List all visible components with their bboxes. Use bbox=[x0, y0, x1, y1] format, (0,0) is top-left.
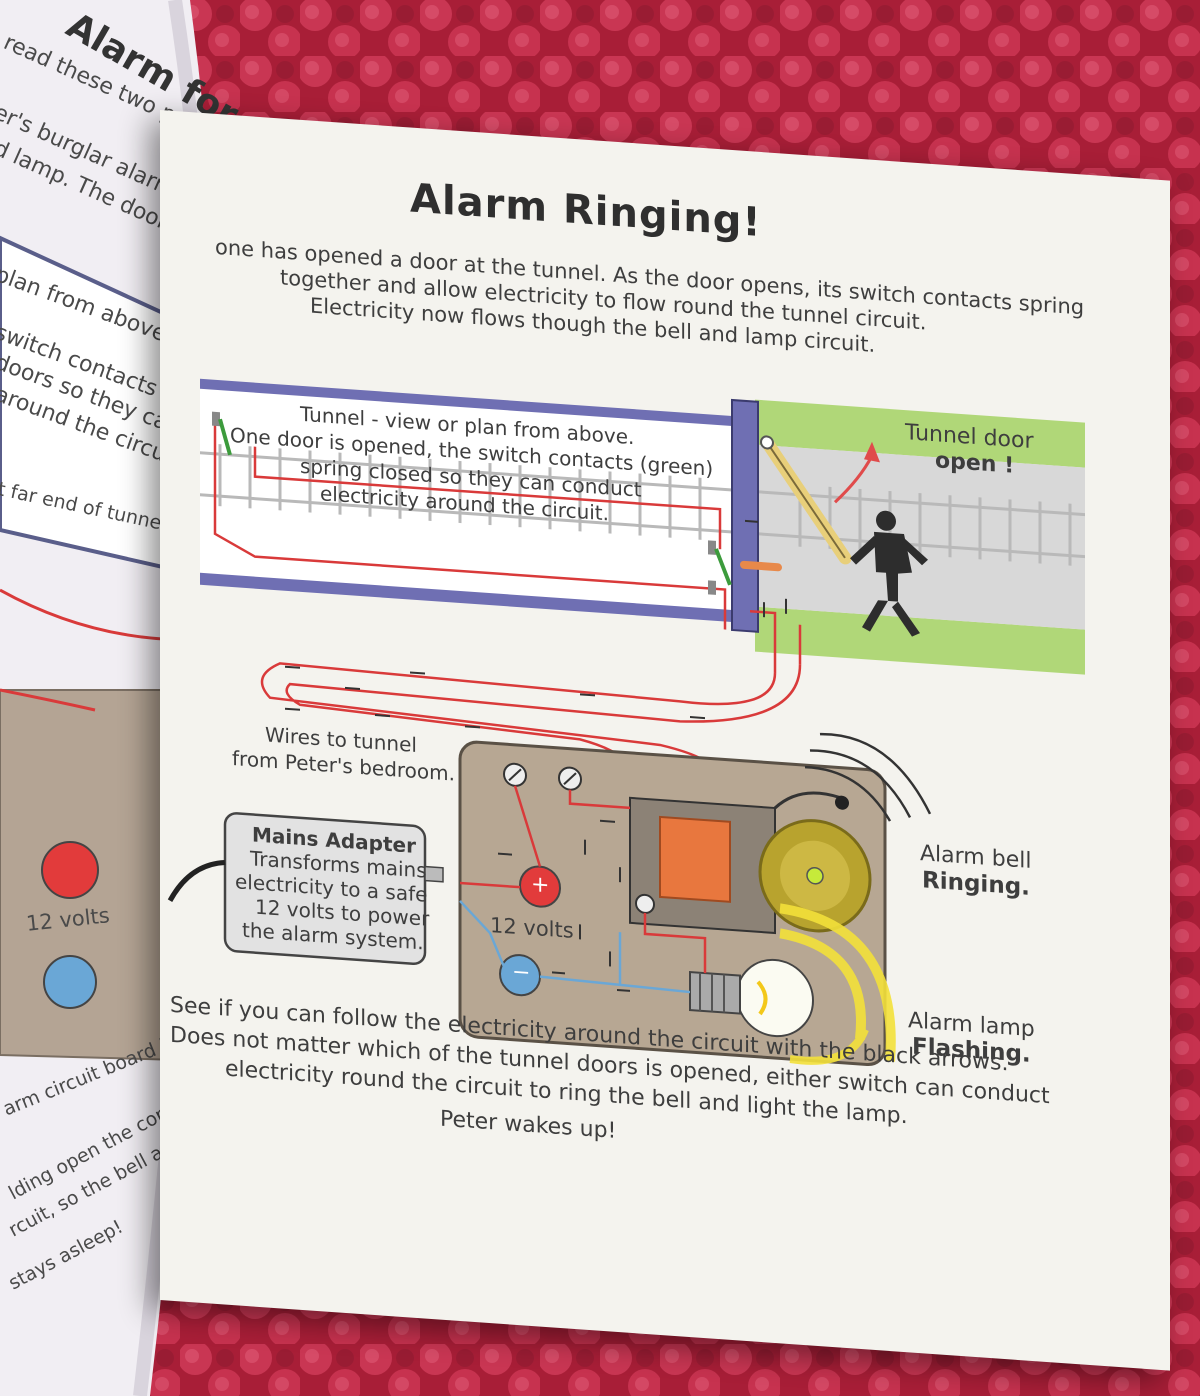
tunnel-interior bbox=[200, 384, 745, 618]
mains-cable bbox=[167, 860, 226, 903]
battery-minus-sign: − bbox=[512, 959, 531, 986]
mains-adapter-box bbox=[223, 812, 427, 965]
bell-sound-waves bbox=[804, 732, 932, 822]
grass-strip-bottom bbox=[755, 606, 1085, 675]
board-wiring bbox=[459, 785, 707, 994]
battery-plus-sign: + bbox=[531, 871, 550, 899]
tunnel-door-frame bbox=[731, 398, 759, 633]
tunnel-wall-bottom bbox=[200, 572, 750, 624]
relay-coil bbox=[659, 815, 731, 903]
railway-track bbox=[200, 444, 1085, 566]
alarm-circuit-diagram bbox=[167, 378, 1085, 1066]
burglar-figure-icon bbox=[850, 510, 928, 637]
tunnel-circuit-wire bbox=[213, 413, 802, 674]
bell-icon bbox=[758, 791, 872, 933]
book-page: Alarm Ringing! one has opened a door at … bbox=[160, 110, 1170, 1371]
lamp-bulb-icon bbox=[689, 958, 814, 1038]
tunnel-wall-top bbox=[200, 378, 750, 428]
lamp-glow bbox=[779, 903, 896, 1065]
grass-strip-top bbox=[755, 399, 1085, 468]
switch-contacts bbox=[212, 411, 782, 595]
flow-arrows bbox=[285, 519, 787, 992]
